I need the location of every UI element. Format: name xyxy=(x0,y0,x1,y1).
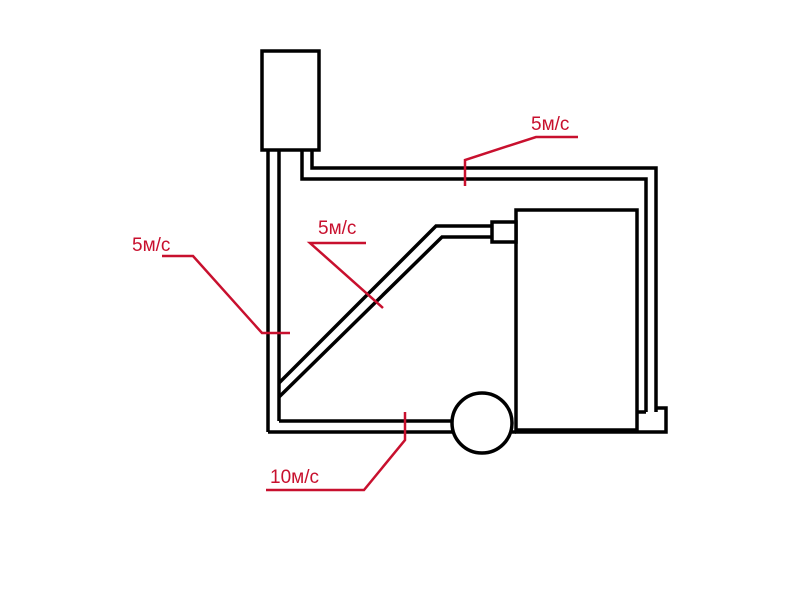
pipe-bottom-horizontal xyxy=(268,393,453,434)
velocity-label-middle: 5м/с xyxy=(318,218,356,239)
pipe-left-vertical xyxy=(266,150,281,432)
leader-top-right xyxy=(463,135,578,186)
pump-icon xyxy=(450,391,514,455)
velocity-label-bottom: 10м/с xyxy=(270,467,319,488)
boiler-nozzle xyxy=(490,220,518,244)
leader-middle xyxy=(306,241,384,309)
boiler-box xyxy=(514,208,639,432)
pipe-top-horizontal xyxy=(300,150,658,412)
velocity-label-top-right: 5м/с xyxy=(531,114,569,135)
leader-bottom xyxy=(266,412,407,492)
pipe-diagonal xyxy=(277,224,492,399)
velocity-label-left: 5м/с xyxy=(132,235,170,256)
expansion-tank xyxy=(260,49,321,152)
leader-left xyxy=(162,254,290,335)
pipe-right-outlet xyxy=(515,406,668,434)
